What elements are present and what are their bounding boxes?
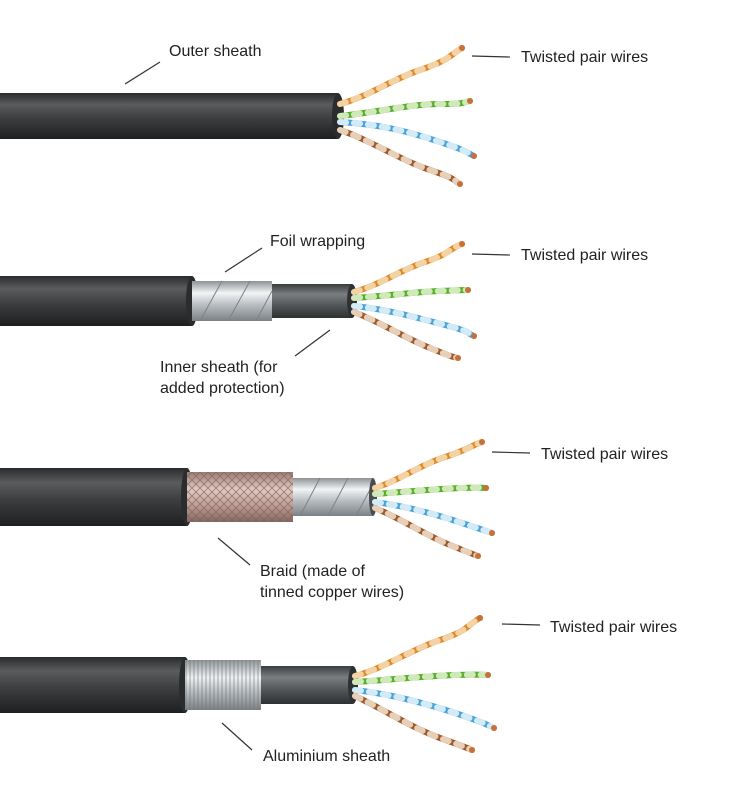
label-braid-line2: tinned copper wires) [260, 584, 405, 601]
label-twisted-pair-3: Twisted pair wires [541, 446, 669, 463]
cable-foil-shielded [0, 241, 477, 361]
outer-sheath-2 [0, 276, 192, 326]
label-braid-line1: Braid (made of [260, 563, 365, 580]
inner-sheath-4 [261, 666, 353, 704]
leader-braid [217, 537, 251, 566]
leader-aluminium-sheath [221, 722, 253, 751]
outer-sheath-3 [0, 468, 187, 526]
leader-twisted-pair-3 [491, 451, 531, 454]
cable-unshielded [0, 45, 477, 187]
outer-sheath-1 [0, 93, 338, 139]
leader-lines [124, 55, 541, 751]
leader-twisted-pair-4 [501, 623, 541, 626]
label-aluminium-sheath: Aluminium sheath [263, 748, 391, 765]
label-twisted-pair-4: Twisted pair wires [550, 619, 678, 636]
outer-sheath-4 [0, 657, 185, 713]
label-twisted-pair-1: Twisted pair wires [521, 49, 649, 66]
inner-sheath-2 [272, 284, 352, 318]
twisted-pairs-3 [372, 439, 495, 559]
twisted-pairs-2 [351, 241, 477, 361]
foil-3 [293, 478, 373, 516]
label-foil-wrapping: Foil wrapping [270, 233, 366, 250]
cable-aluminium-armoured [0, 615, 497, 753]
label-outer-sheath: Outer sheath [169, 43, 262, 60]
leader-foil-wrapping [224, 247, 263, 273]
twisted-pairs-1 [337, 45, 477, 187]
leader-inner-sheath [294, 329, 331, 357]
leader-twisted-pair-1 [471, 55, 511, 58]
label-inner-sheath-line2: added protection) [160, 380, 285, 397]
label-twisted-pair-2: Twisted pair wires [521, 247, 649, 264]
foil-wrapping-2 [192, 281, 272, 321]
cable-braid-shielded [0, 439, 495, 559]
leader-twisted-pair-2 [471, 253, 511, 256]
label-inner-sheath-line1: Inner sheath (for [160, 359, 278, 376]
twisted-pairs-4 [352, 615, 497, 753]
leader-outer-sheath [124, 61, 161, 85]
